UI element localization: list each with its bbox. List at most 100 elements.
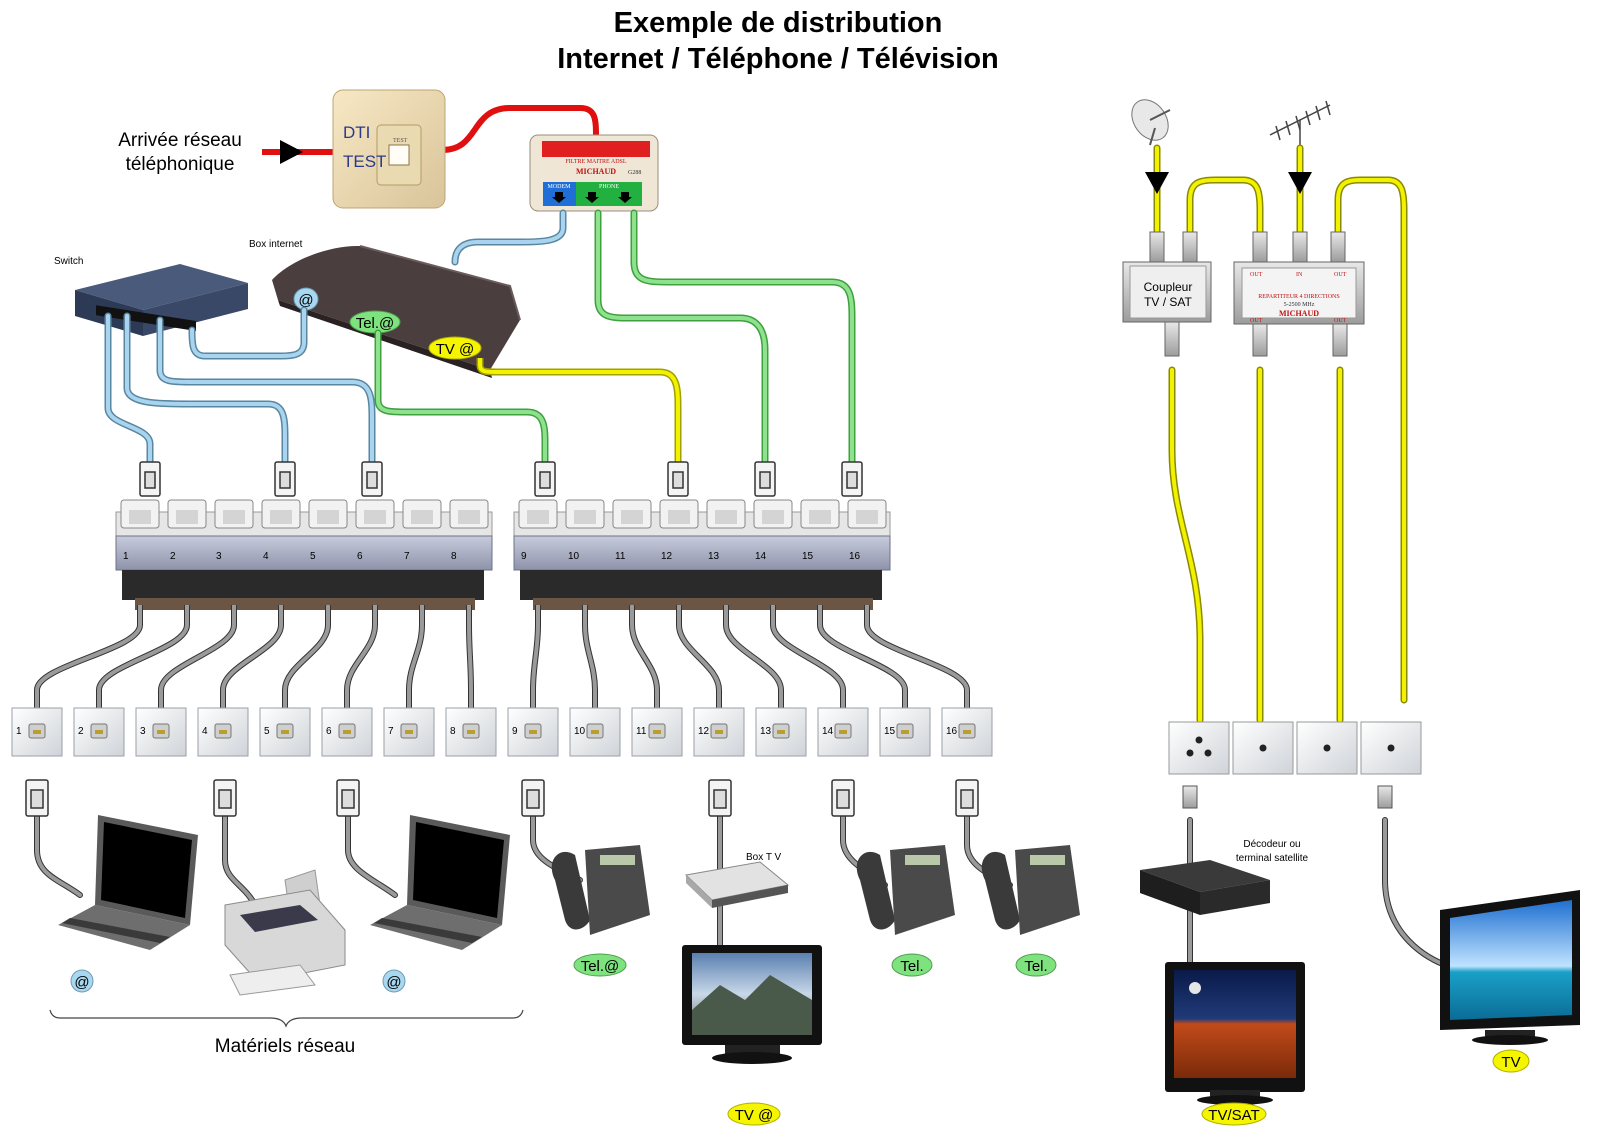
ethernet-cable-core [677, 605, 721, 708]
wall-outlet-contacts [715, 730, 723, 734]
ethernet-cable-core [221, 605, 283, 708]
wall-outlet-contacts [467, 730, 475, 734]
coax-outlets [1168, 721, 1422, 775]
patch-jack-slot [762, 510, 784, 524]
outlet-number: 11 [636, 726, 647, 737]
modem-port-arrow-icon [552, 192, 566, 203]
wall-outlet-contacts [653, 730, 661, 734]
tv-tag-text: TV [1501, 1054, 1520, 1071]
patch-jack-slot [317, 510, 339, 524]
tv-sat [1165, 962, 1305, 1105]
filter-header: FILTRE MAITRE ADSL [565, 159, 626, 165]
outlet-number: 8 [450, 726, 456, 737]
outlet-number: 15 [884, 726, 896, 737]
patch-jack-slot [574, 510, 596, 524]
outlet-number: 10 [574, 726, 586, 737]
splitter-out-bottom-right: OUT [1334, 318, 1347, 324]
outlet-number: 12 [698, 726, 710, 737]
tv-sat-coupler: Coupleur TV / SAT [1122, 231, 1212, 357]
ethernet-cable-core [630, 605, 659, 708]
patch-jack-slot [458, 510, 480, 524]
outlet-number: 6 [326, 726, 332, 737]
ethernet-cable-core [583, 605, 597, 708]
patch-port-number: 7 [404, 551, 410, 562]
dti-test-label: TEST [343, 152, 386, 171]
wall-outlet [817, 707, 869, 757]
ethernet-cable-core [345, 605, 377, 708]
patch-jack-slot [621, 510, 643, 524]
antenna-icon [1269, 100, 1331, 150]
box-internet-badge-text: @ [298, 292, 313, 309]
patch-port-number: 6 [357, 551, 363, 562]
incoming-arrow-icon [280, 140, 303, 164]
phone-2-tag [891, 953, 933, 977]
wall-outlet-contacts [343, 730, 351, 734]
internet-cables [104, 209, 567, 466]
ethernet-cable-core [35, 605, 142, 708]
tv-box-cable [476, 358, 682, 462]
phone-port-1-arrow-icon [585, 192, 599, 203]
box-tv-label: Box T V [746, 852, 782, 863]
patch-port-number: 1 [123, 551, 129, 562]
wall-outlet-contacts [219, 730, 227, 734]
tv-sat-tag-text: TV/SAT [1208, 1107, 1259, 1124]
printer [224, 869, 346, 996]
coupler-label-2: TV / SAT [1144, 295, 1192, 309]
tv-right [1440, 890, 1580, 1045]
patch-port-number: 5 [310, 551, 316, 562]
dti-side-label: TEST [393, 138, 408, 144]
switch-label: Switch [54, 256, 83, 267]
phone-2-tag-text: Tel. [900, 958, 923, 975]
satellite-decoder [1140, 860, 1270, 915]
patch-port-number: 8 [451, 551, 457, 562]
wall-outlet [383, 707, 435, 757]
patch-jack-slot [527, 510, 549, 524]
patch-jack-slot [176, 510, 198, 524]
coupler-label-1: Coupleur [1144, 280, 1193, 294]
filter-ref: G288 [628, 170, 641, 176]
network-equipment-brace [49, 1009, 524, 1028]
patch-jack-slot [223, 510, 245, 524]
outlet-number: 13 [760, 726, 772, 737]
filter-modem-label: MODEM [547, 184, 571, 190]
wall-outlet-contacts [963, 730, 971, 734]
box-internet-label: Box internet [249, 239, 303, 250]
patch-port-number: 13 [708, 551, 720, 562]
tv-tag [1492, 1049, 1530, 1073]
wall-outlet-contacts [95, 730, 103, 734]
outlet-number: 5 [264, 726, 270, 737]
patch-jack-slot [668, 510, 690, 524]
decoder-label-2: terminal satellite [1236, 853, 1309, 864]
patch-port-number: 16 [849, 551, 861, 562]
filter-phone-label: PHONE [599, 184, 619, 190]
dti-label: DTI [343, 123, 370, 142]
outlet-number: 7 [388, 726, 394, 737]
four-way-splitter: OUT IN OUT REPARTITEUR 4 DIRECTIONS 5-25… [1233, 231, 1365, 357]
coax-cables [1153, 144, 1408, 724]
phone-port-2-arrow-icon [618, 192, 632, 203]
tv-box [684, 861, 790, 908]
outlet-number: 4 [202, 726, 208, 737]
phone-cables [374, 209, 856, 466]
patch-port-number: 10 [568, 551, 580, 562]
patch-jack-slot [715, 510, 737, 524]
ethernet-cables [34, 605, 970, 708]
tv-1 [682, 945, 822, 1064]
patch-jack-slot [129, 510, 151, 524]
ethernet-cable-core [407, 605, 424, 708]
ethernet-cable-core [865, 605, 969, 708]
patch-jack-slot [856, 510, 878, 524]
patch-jack-slot [411, 510, 433, 524]
outlet-number: 9 [512, 726, 518, 737]
outlet-number: 16 [946, 726, 958, 737]
splitter-out-bottom-left: OUT [1250, 318, 1263, 324]
splitter-out-left: OUT [1250, 272, 1263, 278]
patch-jack-slot [809, 510, 831, 524]
wall-outlet-contacts [33, 730, 41, 734]
tv-sat-tag [1201, 1102, 1267, 1126]
filter-brand: MICHAUD [576, 167, 616, 176]
ethernet-cable-core [531, 605, 540, 708]
outlet-number: 1 [16, 726, 22, 737]
antenna-input-arrow-icon [1288, 172, 1312, 194]
